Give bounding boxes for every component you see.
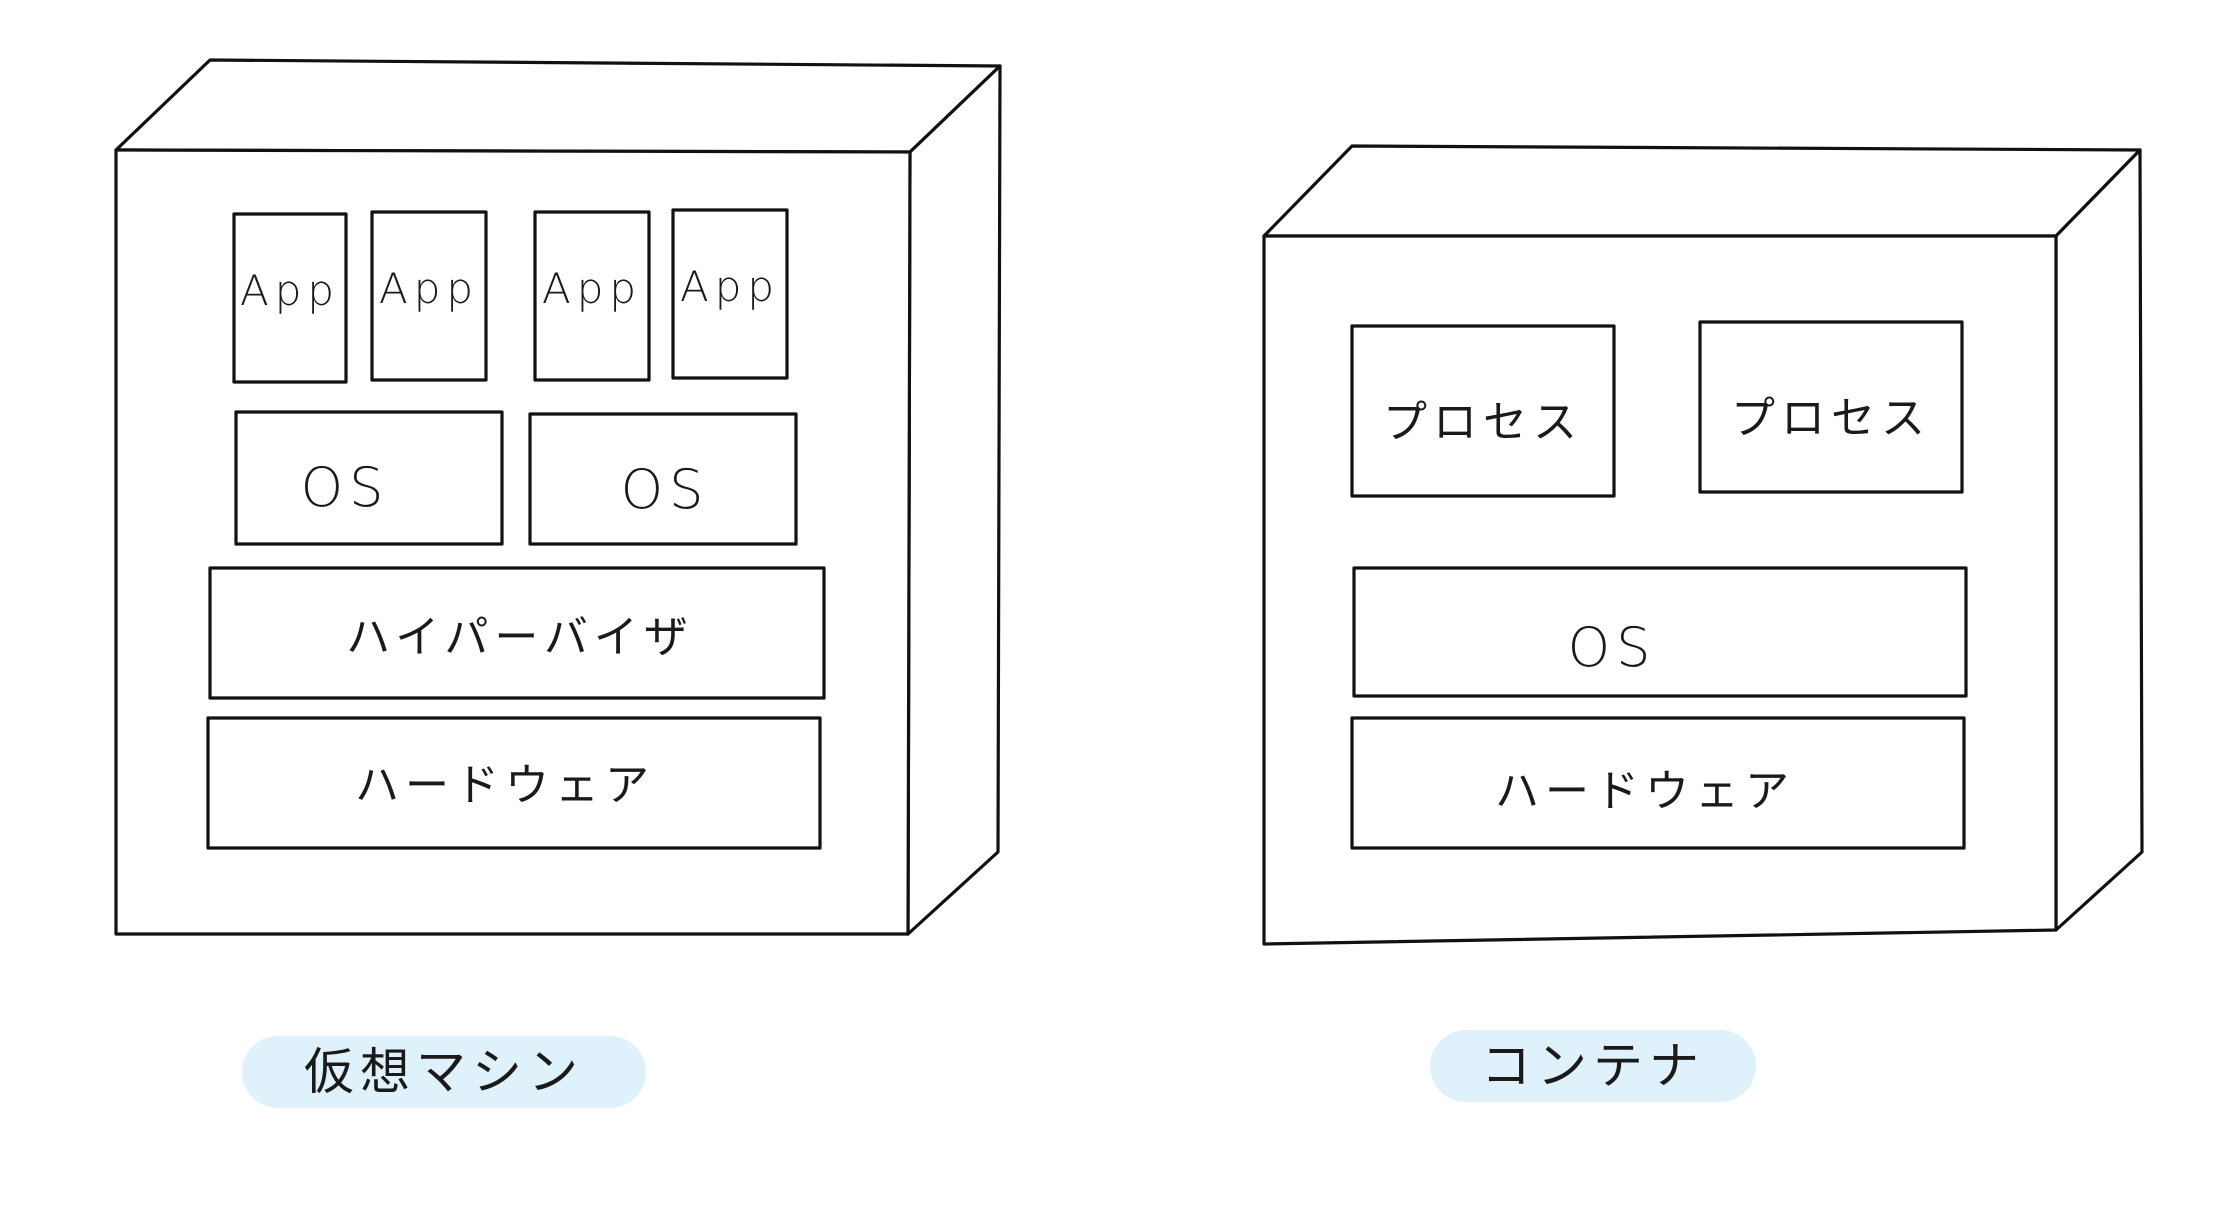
vm-app-label-3: App: [542, 264, 642, 313]
vm-os-box-1: [234, 410, 504, 546]
container-process-label-1: プロセス: [1383, 397, 1583, 448]
vm-caption-label: 仮想マシン: [304, 1043, 584, 1101]
container-os-label: OS: [1568, 616, 1657, 679]
container-process-box-1: [1350, 324, 1616, 498]
vm-app-box-4: [671, 208, 789, 380]
vm-app-box-2: [370, 210, 488, 382]
vm-hardware-label: ハードウェア: [355, 760, 655, 811]
container-box-top-face: [1262, 144, 2142, 238]
container-hardware-label: ハードウェア: [1495, 766, 1795, 817]
container-caption-pill: [1430, 1030, 1756, 1102]
vm-app-box-1: [232, 212, 348, 384]
vm-box: App App App App OS OS ハイパーバイザ ハードウェア: [114, 58, 1002, 936]
container-process-box-2: [1698, 320, 1964, 494]
vm-app-label-2: App: [379, 264, 479, 313]
container-box-side-face: [2054, 148, 2144, 932]
vm-os-label-2: OS: [621, 458, 710, 521]
vm-box-front-face: [114, 148, 912, 936]
container-hardware-box: [1350, 716, 1966, 850]
vm-os-label-1: OS: [301, 456, 390, 519]
vm-box-side-face: [906, 64, 1002, 936]
container-box: プロセス プロセス OS ハードウェア: [1262, 144, 2144, 946]
container-process-label-2: プロセス: [1731, 393, 1931, 444]
vm-os-box-2: [528, 412, 798, 546]
vm-hypervisor-label: ハイパーバイザ: [346, 612, 694, 663]
container-caption: コンテナ: [1430, 1030, 1756, 1102]
vm-caption-pill: [242, 1036, 646, 1108]
vm-app-label-1: App: [240, 266, 340, 315]
vm-app-box-3: [533, 210, 651, 382]
vm-app-label-4: App: [680, 262, 780, 311]
container-os-box: [1352, 566, 1968, 698]
vm-caption: 仮想マシン: [242, 1036, 646, 1108]
container-box-front-face: [1262, 234, 2058, 946]
vm-hypervisor-box: [208, 566, 826, 700]
container-caption-label: コンテナ: [1481, 1037, 1705, 1095]
vm-hardware-box: [206, 716, 822, 850]
vm-box-top-face: [114, 58, 1002, 154]
